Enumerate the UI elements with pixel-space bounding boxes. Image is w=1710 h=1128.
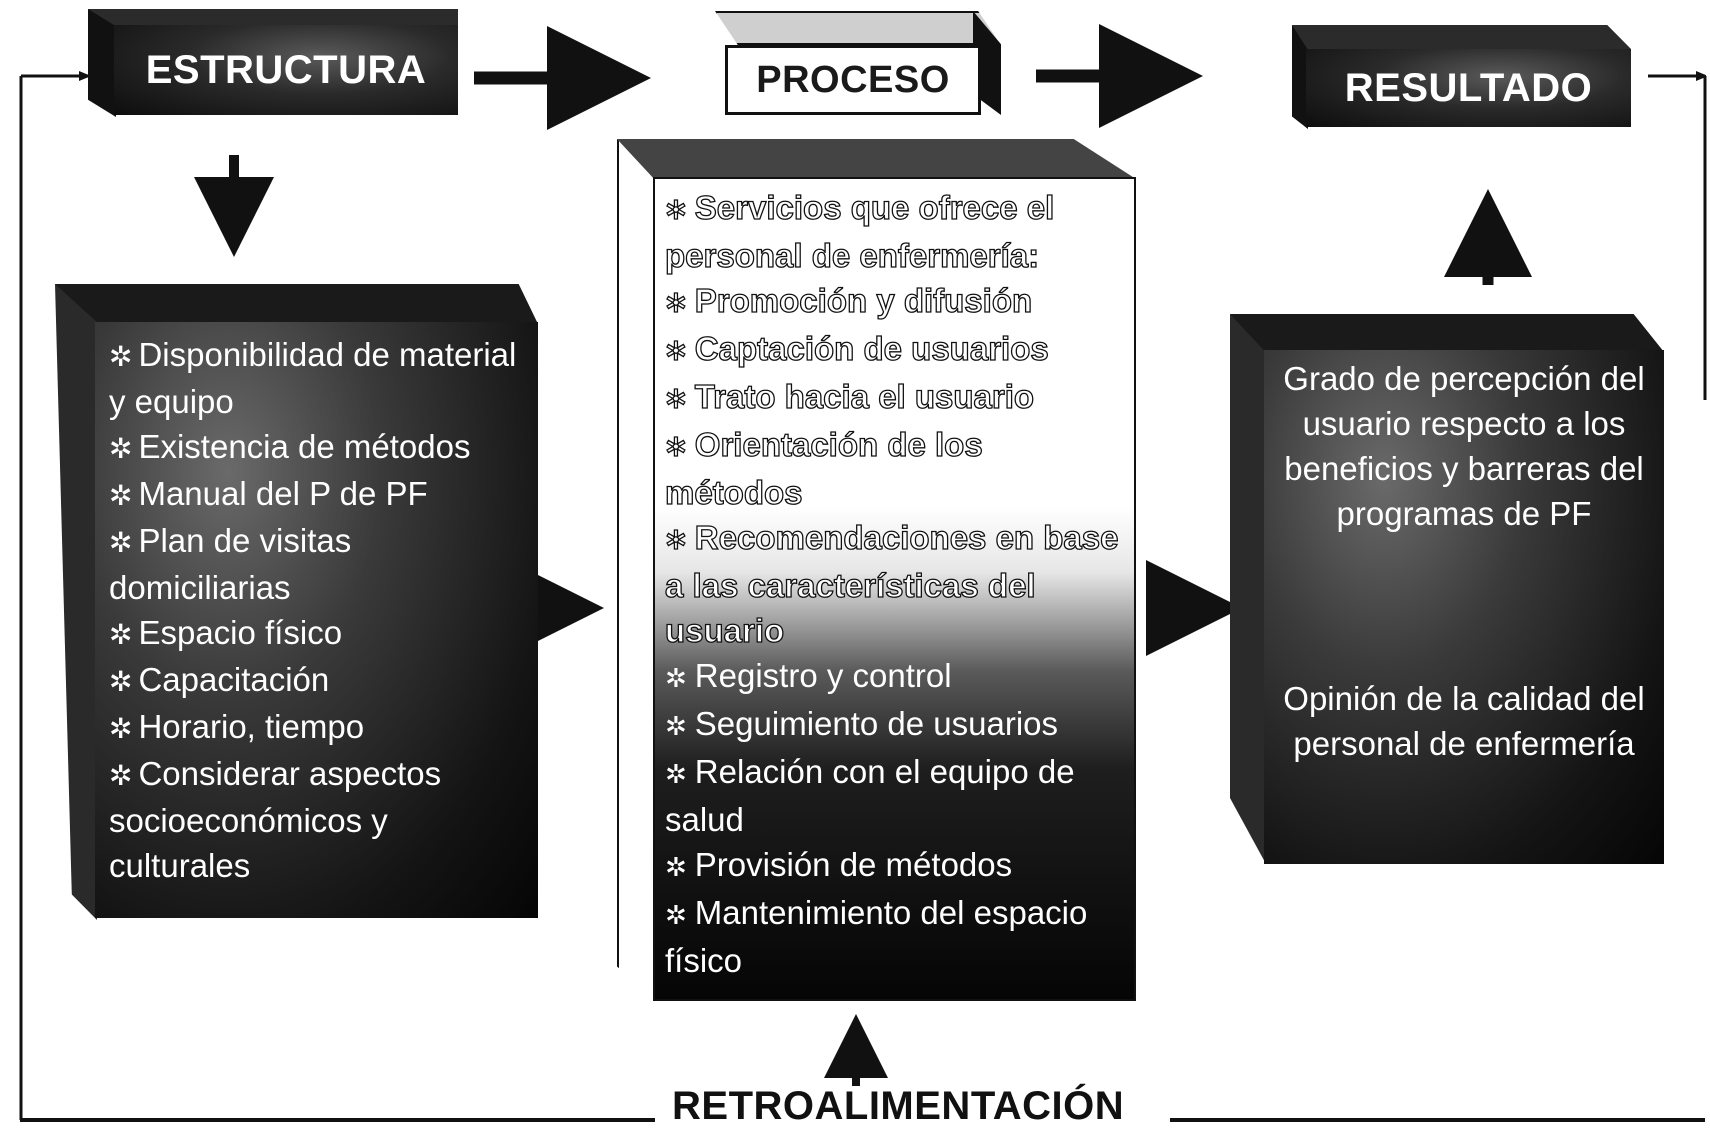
asterisk-bullet-icon: ✲: [109, 760, 133, 791]
structure-item-text: Espacio físico: [138, 614, 343, 651]
structure-item-text: Horario, tiempo: [138, 708, 365, 745]
result-box: Grado de percepción del usuario respecto…: [1230, 314, 1664, 864]
asterisk-bullet-icon: ✲: [664, 431, 687, 462]
asterisk-bullet-icon: ✲: [665, 900, 687, 930]
proceso-header: PROCESO: [715, 11, 1001, 115]
process-item-text: Provisión de métodos: [694, 846, 1013, 883]
process-item: ✲Seguimiento de usuarios: [665, 701, 1124, 749]
process-item: ✲Trato hacia el usuario: [664, 374, 1124, 422]
result-opinion-text: Opinión de la calidad del personal de en…: [1283, 680, 1645, 762]
process-item: ✲Registro y control: [665, 653, 1124, 701]
asterisk-bullet-icon: ✲: [664, 335, 687, 366]
asterisk-bullet-icon: ✲: [664, 524, 687, 555]
structure-item-text: Manual del P de PF: [138, 475, 428, 512]
structure-item-text: Disponibilidad de material y equipo: [109, 336, 517, 420]
process-item-text: Mantenimiento del espacio físico: [665, 894, 1088, 979]
process-box: ✲Servicios que ofrece el personal de enf…: [617, 139, 1136, 1001]
process-item: ✲Promoción y difusión: [664, 278, 1124, 326]
structure-item: ✲Espacio físico: [109, 610, 528, 657]
structure-item-text: Considerar aspectos socioeconómicos y cu…: [109, 755, 442, 884]
asterisk-bullet-icon: ✲: [109, 666, 133, 697]
structure-item-text: Existencia de métodos: [138, 428, 471, 465]
process-item: ✲Captación de usuarios: [664, 326, 1124, 374]
asterisk-bullet-icon: ✲: [665, 711, 687, 741]
result-perception-text: Grado de percepción del usuario respecto…: [1283, 360, 1645, 532]
process-item: ✲Recomendaciones en base a las caracterí…: [664, 515, 1124, 653]
asterisk-bullet-icon: ✲: [665, 759, 687, 789]
asterisk-bullet-icon: ✲: [109, 527, 133, 558]
process-item-text: Servicios que ofrece el personal de enfe…: [664, 188, 1055, 274]
asterisk-bullet-icon: ✲: [109, 619, 133, 650]
process-item-text: Registro y control: [694, 657, 952, 694]
resultado-title: RESULTADO: [1306, 49, 1631, 127]
process-item-text: Seguimiento de usuarios: [694, 705, 1059, 742]
process-item: ✲Mantenimiento del espacio físico: [665, 890, 1124, 983]
structure-item-text: Capacitación: [138, 661, 330, 698]
process-item-text: Relación con el equipo de salud: [665, 753, 1075, 838]
process-item: ✲Servicios que ofrece el personal de enf…: [664, 185, 1124, 278]
asterisk-bullet-icon: ✲: [665, 663, 687, 693]
structure-item: ✲Horario, tiempo: [109, 704, 528, 751]
structure-list: ✲Disponibilidad de material y equipo✲Exi…: [109, 332, 528, 888]
resultado-header: RESULTADO: [1292, 25, 1631, 129]
structure-item: ✲Disponibilidad de material y equipo: [109, 332, 528, 424]
asterisk-bullet-icon: ✲: [664, 383, 687, 414]
process-item: ✲Relación con el equipo de salud: [665, 749, 1124, 842]
process-item: ✲Orientación de los métodos: [664, 422, 1124, 515]
asterisk-bullet-icon: ✲: [664, 194, 687, 225]
process-item: ✲Provisión de métodos: [665, 842, 1124, 890]
process-item-text: Captación de usuarios: [694, 329, 1049, 367]
process-item-text: Orientación de los métodos: [664, 425, 983, 511]
feedback-label: RETROALIMENTACIÓN: [660, 1086, 1137, 1126]
asterisk-bullet-icon: ✲: [665, 852, 687, 882]
structure-item: ✲Existencia de métodos: [109, 424, 528, 471]
process-item-text: Recomendaciones en base a las caracterís…: [664, 518, 1119, 649]
asterisk-bullet-icon: ✲: [109, 341, 133, 372]
asterisk-bullet-icon: ✲: [109, 480, 133, 511]
asterisk-bullet-icon: ✲: [109, 433, 133, 464]
estructura-header: ESTRUCTURA: [88, 9, 458, 117]
asterisk-bullet-icon: ✲: [664, 287, 687, 318]
proceso-title: PROCESO: [725, 45, 981, 115]
process-item-text: Trato hacia el usuario: [694, 377, 1035, 415]
structure-box: ✲Disponibilidad de material y equipo✲Exi…: [55, 284, 538, 920]
structure-item: ✲Capacitación: [109, 657, 528, 704]
structure-item-text: Plan de visitas domiciliarias: [109, 522, 352, 606]
process-list: ✲Servicios que ofrece el personal de enf…: [664, 185, 1124, 983]
asterisk-bullet-icon: ✲: [109, 713, 133, 744]
structure-item: ✲Manual del P de PF: [109, 471, 528, 518]
process-item-text: Promoción y difusión: [694, 281, 1033, 319]
structure-item: ✲Plan de visitas domiciliarias: [109, 518, 528, 610]
structure-item: ✲Considerar aspectos socioeconómicos y c…: [109, 751, 528, 888]
estructura-title: ESTRUCTURA: [114, 25, 458, 115]
